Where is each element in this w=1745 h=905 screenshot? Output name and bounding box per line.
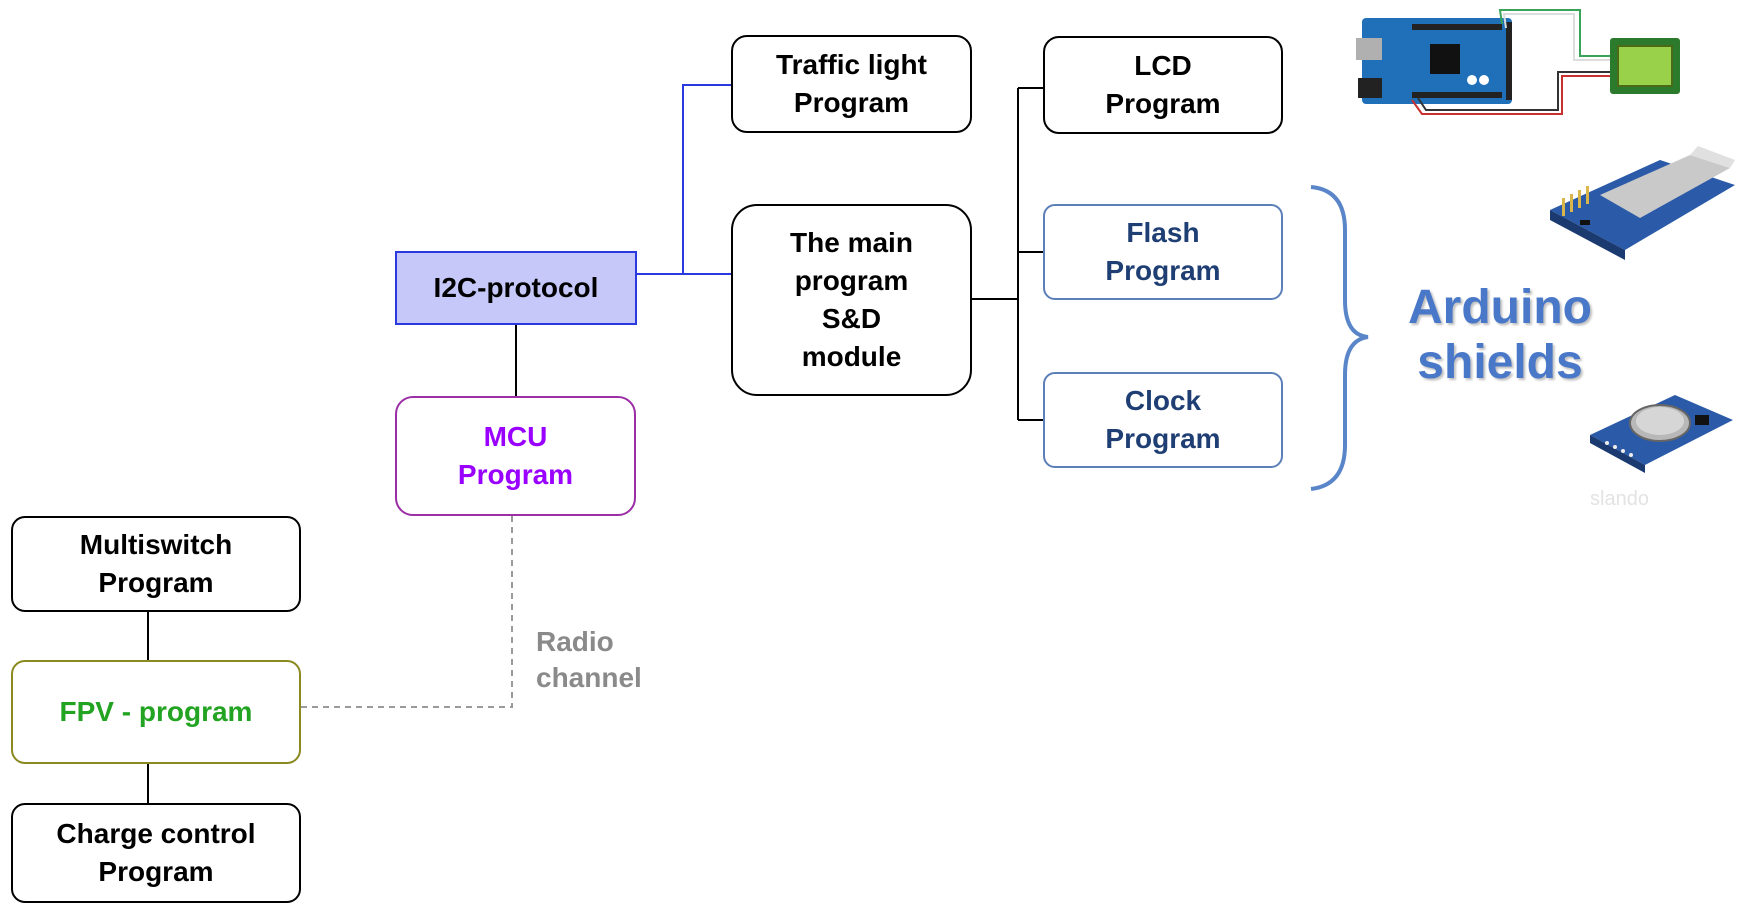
clock-program-box: Clock Program (1043, 372, 1283, 468)
watermark-text: slando (1590, 488, 1649, 510)
main-program-label: The main program S&D module (790, 227, 913, 372)
charge-control-program-box: Charge control Program (11, 803, 301, 903)
shields-brace (1310, 185, 1369, 491)
sd-card-module-photo (1550, 146, 1735, 260)
multiswitch-label: Multiswitch Program (79, 529, 233, 598)
rtc-clock-module-photo (1590, 395, 1733, 473)
fpv-program-box: FPV - program (11, 660, 301, 764)
mcu-program-box: MCU Program (395, 396, 636, 516)
clock-label: Clock Program (1105, 385, 1221, 454)
radio-channel-label: Radio channel (536, 626, 642, 694)
flash-label: Flash Program (1105, 217, 1221, 286)
fpv-label: FPV - program (59, 696, 253, 728)
i2c-protocol-box: I2C-protocol (395, 251, 637, 325)
main-program-box: The main program S&D module (731, 204, 972, 396)
lcd-program-box: LCD Program (1043, 36, 1283, 134)
mcu-label: MCU Program (457, 421, 574, 490)
multiswitch-program-box: Multiswitch Program (11, 516, 301, 612)
flash-program-box: Flash Program (1043, 204, 1283, 300)
arduino-mega-with-lcd-photo (1356, 9, 1680, 115)
traffic-light-label: Traffic light Program (776, 49, 927, 118)
link-i2c-traffic (636, 84, 731, 275)
charge-control-label: Charge control Program (56, 818, 256, 887)
arduino-shields-label: Arduino shields (1408, 281, 1592, 390)
i2c-label: I2C-protocol (433, 272, 599, 304)
traffic-light-program-box: Traffic light Program (731, 35, 972, 133)
link-radio-channel (301, 516, 513, 708)
lcd-label: LCD Program (1105, 50, 1221, 119)
